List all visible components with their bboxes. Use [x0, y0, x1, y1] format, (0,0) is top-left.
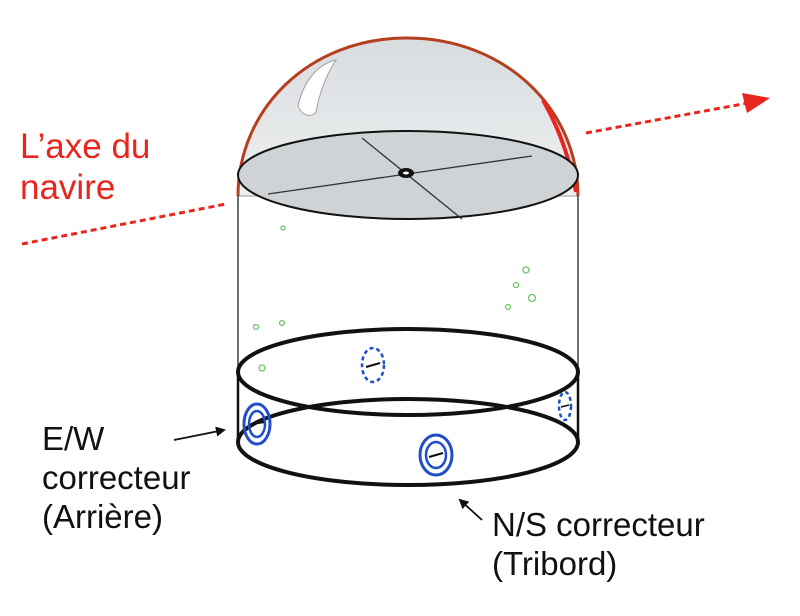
ship-axis-label-line1: L’axe du	[20, 127, 151, 166]
compass-dome	[236, 36, 580, 220]
ew-pointer-arrow	[173, 426, 226, 441]
ns-label-line1: N/S correcteur	[492, 506, 705, 543]
bubble	[258, 364, 266, 372]
upper-ring	[236, 327, 580, 417]
bubble	[527, 293, 537, 303]
arrow-right-icon	[742, 93, 770, 113]
ns-pointer-arrow	[458, 498, 483, 521]
ns-corrector-magnet	[418, 433, 454, 477]
ship-axis-arrow	[21, 93, 770, 246]
axis-line-right	[585, 101, 749, 135]
ship-axis-label: L’axe du navire	[20, 126, 150, 209]
ew-label-line3: (Arrière)	[42, 497, 163, 535]
bubbles	[252, 225, 537, 372]
axis-line-left	[21, 202, 227, 246]
ns-label-line2: (Tribord)	[492, 544, 618, 582]
bubble	[280, 225, 286, 231]
ew-label-line1: E/W	[42, 420, 105, 457]
ns-corrector-label: N/S correcteur (Tribord)	[492, 506, 705, 584]
dome-highlight	[297, 59, 338, 116]
compass-pivot-highlight	[403, 171, 409, 175]
bubble	[252, 323, 260, 331]
ew-corrector-magnet	[242, 402, 272, 446]
bubble	[278, 319, 286, 327]
lower-ring	[236, 397, 580, 487]
ns-corrector-side	[557, 390, 573, 422]
ship-axis-label-line2: navire	[20, 168, 116, 208]
binnacle-body	[236, 196, 580, 487]
bubble	[522, 266, 530, 274]
bubble	[504, 303, 512, 311]
ew-label-line2: correcteur	[42, 458, 191, 496]
card-line-a	[361, 137, 463, 220]
ns-corrector-back	[360, 346, 386, 384]
dome-rim	[236, 36, 580, 197]
bubble	[512, 281, 520, 289]
ew-corrector-label: E/W correcteur (Arrière)	[42, 420, 191, 537]
